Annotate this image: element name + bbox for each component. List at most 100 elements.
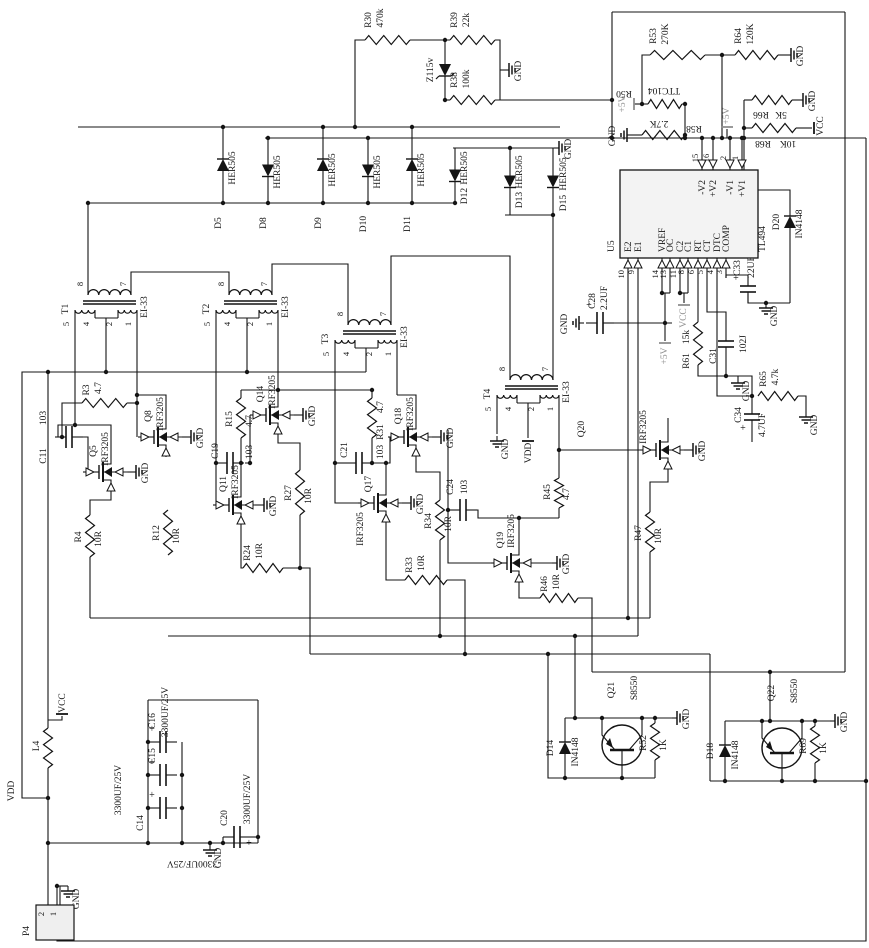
capacitor-C14: +C14: [136, 790, 177, 831]
text-TTC104: TTC104: [648, 85, 680, 95]
ref-D20: D20: [772, 214, 782, 231]
ref-R30: R30: [364, 12, 374, 28]
val-D9: HER505: [328, 153, 338, 187]
power-flag-vdd: VDD: [7, 781, 17, 802]
pinlabel--V2: -V2: [698, 180, 708, 195]
val-D15: HER505: [559, 157, 569, 191]
ref-C31: C31: [709, 348, 719, 364]
label: 4: [503, 406, 513, 411]
gnd-label: GND: [196, 428, 206, 449]
pin-9: 9: [626, 270, 636, 274]
ref-R61: R61: [682, 353, 692, 369]
pinlabel-VREF: VREF: [658, 228, 668, 252]
ref-R39: R39: [450, 12, 460, 28]
plus-C14: +: [149, 790, 155, 801]
gnd-label: GND: [560, 314, 570, 335]
val-Q18: IRF3205: [406, 397, 416, 431]
ref-C19: C19: [211, 443, 221, 459]
val-C16: 3300UF/25V: [161, 687, 171, 737]
flag-VCC: VCC: [58, 693, 68, 713]
gnd-symbol: GND: [608, 126, 632, 146]
part-TL494: TL494: [758, 226, 768, 252]
val-Q5: IRF3205: [101, 432, 111, 466]
label: 7: [118, 282, 128, 286]
flag-+5V: +5V: [722, 107, 732, 124]
ref-R45: R45: [543, 484, 553, 500]
val-R53: 270K: [661, 23, 671, 44]
ref-Q18: Q18: [394, 408, 404, 425]
gnd-symbol: GND: [798, 91, 818, 111]
flag-VDD: VDD: [7, 781, 17, 802]
label: 4: [222, 321, 232, 326]
core-T3: EI-33: [400, 326, 410, 348]
ref-R27: R27: [284, 485, 294, 501]
pin-1: 1: [730, 156, 740, 160]
val-C28: 2.2UF: [600, 286, 610, 310]
gnd-label: GND: [446, 428, 456, 449]
pinlabel--V1: -V1: [726, 180, 736, 195]
plus-C28: +: [586, 300, 592, 311]
gnd-label: GND: [214, 848, 224, 869]
val-R38: 100k: [462, 69, 472, 88]
pinlabel-C2: C2: [676, 241, 686, 252]
gnd-label: GND: [682, 709, 692, 730]
val-R66: 5K: [775, 109, 787, 119]
pin-2: 2: [718, 156, 728, 160]
val-R31: 4.7: [376, 401, 386, 413]
pinlabel-C1: C1: [684, 241, 694, 252]
pin-3: 3: [714, 270, 724, 274]
pin-1: 1: [48, 912, 58, 916]
val-Q14: IRF3205: [268, 375, 278, 409]
ref-Q20: Q20: [577, 421, 587, 438]
gnd-label: GND: [562, 554, 572, 575]
junction-dots: [45, 37, 869, 889]
label: 1: [123, 322, 133, 326]
ref-T3: T3: [321, 333, 331, 344]
gnd-symbol: GND: [203, 845, 224, 868]
power-flag-+5v: +5V: [618, 95, 635, 112]
gnd-symbol: GND: [504, 61, 524, 81]
pin-6: 6: [686, 270, 696, 274]
flag-+5V: +5V: [618, 95, 628, 112]
pinlabel-OC: OC: [666, 239, 676, 252]
label: 1: [383, 352, 393, 356]
ref-D12: D12: [460, 188, 470, 205]
power-flag-vcc: VCC: [56, 693, 68, 715]
val-R27: 10R: [304, 487, 314, 504]
ref-R68: R68: [755, 138, 771, 148]
ref-R47: R47: [634, 525, 644, 541]
gnd-label: GND: [770, 306, 780, 327]
ref-Q5: Q5: [89, 445, 99, 457]
ref-D11: D11: [403, 216, 413, 232]
val-R30: 470k: [376, 8, 386, 27]
val-D18: IN4148: [731, 740, 741, 769]
pinlabel-RT: RT: [694, 240, 704, 252]
label: 1: [545, 407, 555, 411]
pinlabel-E2: E2: [624, 241, 634, 252]
label: 8: [335, 312, 345, 316]
val-Q20: IRF3205: [639, 410, 649, 444]
text-label: 3300UF/25V: [114, 765, 124, 815]
pin-8: 8: [676, 270, 686, 274]
resistor-R27: R27 10R: [284, 469, 314, 516]
ref-R52: R52: [639, 735, 649, 751]
pinlabel-E1: E1: [634, 241, 644, 252]
capacitor-C15: +C15: [148, 748, 177, 786]
